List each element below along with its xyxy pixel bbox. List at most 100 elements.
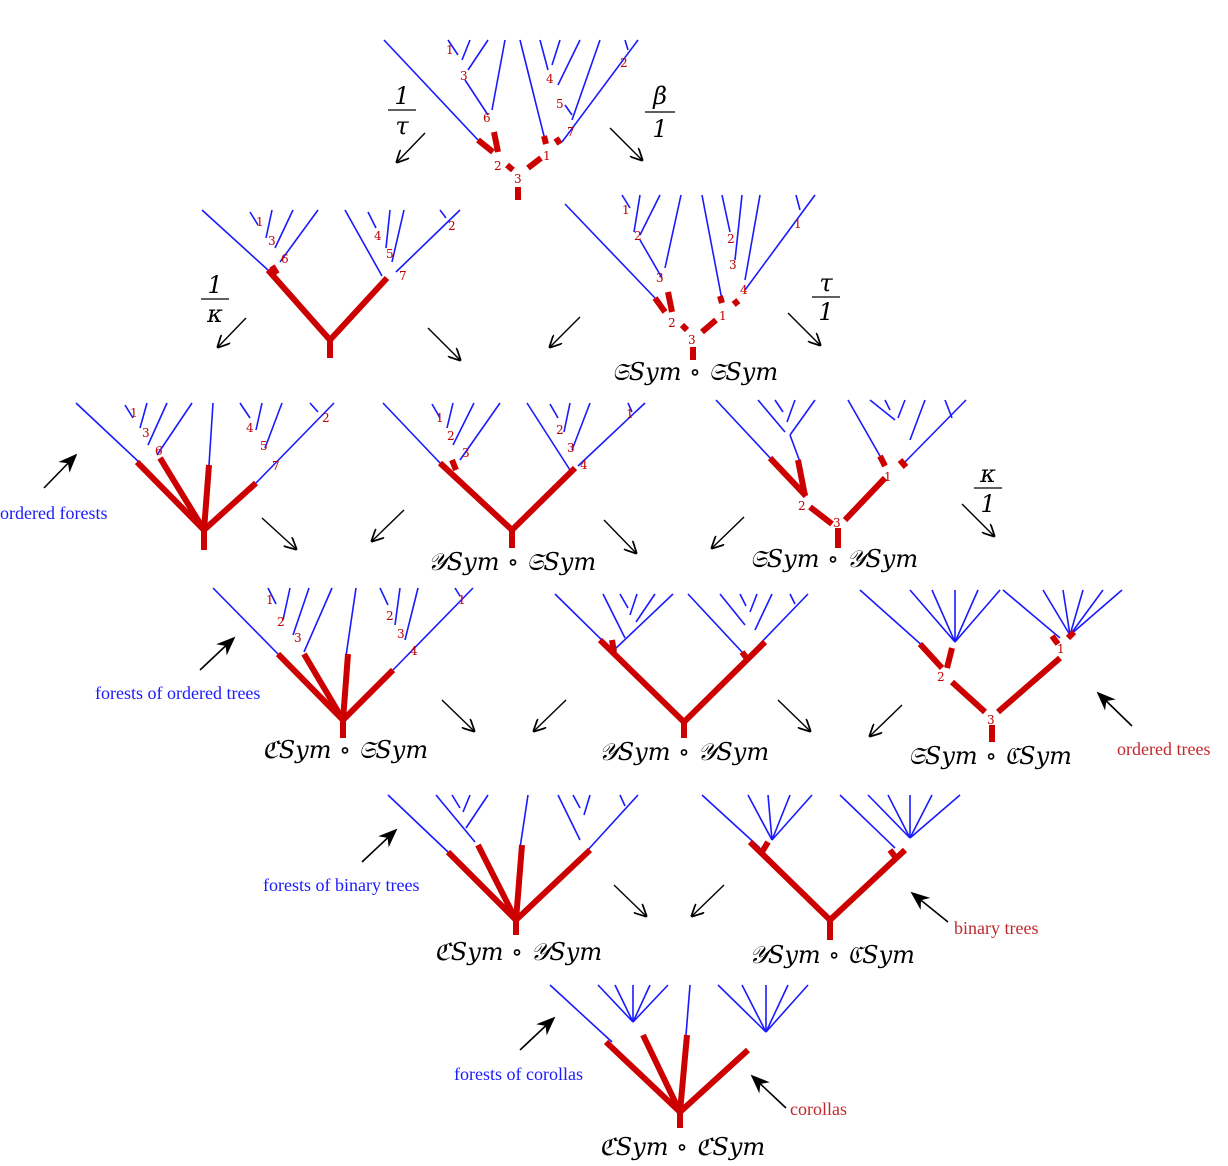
fraction-tau: τ 1 [812,269,840,326]
svg-text:β: β [652,82,667,110]
pointer-arrows [43,453,1133,1109]
annotation-labels: ordered forests forests of ordered trees… [0,503,1210,1119]
svg-text:3: 3 [987,713,995,727]
svg-text:3: 3 [729,258,737,272]
svg-text:3: 3 [567,441,575,455]
svg-text:4: 4 [246,421,254,435]
tree-row2-right: 123 231 234 1 [564,194,816,360]
tree-row4-mid [554,593,809,738]
svg-text:1: 1 [436,411,444,425]
svg-text:1: 1 [394,82,409,110]
svg-text:2: 2 [634,229,642,243]
svg-text:4: 4 [374,229,382,243]
svg-text:1: 1 [884,470,892,484]
svg-text:6: 6 [155,444,163,458]
svg-text:1: 1 [543,149,551,163]
map-arrows [218,127,994,916]
tree-row3-mid: 123 234 1 [382,402,646,548]
svg-text:2: 2 [556,423,564,437]
svg-text:3: 3 [462,446,470,460]
svg-text:1: 1 [980,490,995,518]
svg-text:3: 3 [460,69,468,83]
tree-row4-right: 2 3 1 [859,589,1123,742]
tree-row3-left: 136 457 2 [75,402,335,550]
svg-text:4: 4 [410,644,418,658]
tree-figures: 136 231 457 2 [75,39,1123,1128]
svg-text:3: 3 [268,234,276,248]
svg-text:1: 1 [130,406,138,420]
svg-text:1: 1 [818,298,833,326]
svg-text:2: 2 [494,159,502,173]
svg-text:1: 1 [446,43,454,57]
svg-text:2: 2 [447,429,455,443]
annotation-forests-binary-trees: forests of binary trees [263,875,419,895]
fraction-inv-tau: 1 τ [388,82,416,140]
svg-text:7: 7 [272,459,280,473]
svg-text:1: 1 [719,309,727,323]
svg-text:κ: κ [206,300,223,328]
svg-text:7: 7 [567,125,575,139]
annotation-corollas: corollas [790,1099,847,1119]
svg-text:2: 2 [322,411,330,425]
label-cs-cs: ℭSym ∘ ℭSym [599,1133,765,1161]
tree-bottom [549,984,809,1128]
svg-text:7: 7 [399,269,407,283]
svg-text:1: 1 [266,593,274,607]
annotation-ordered-forests: ordered forests [0,503,107,523]
tree-row4-left: 123 234 1 [212,587,474,738]
annotation-binary-trees: binary trees [954,918,1038,938]
label-ss-cs: 𝔖Sym ∘ ℭSym [908,742,1072,770]
svg-text:3: 3 [688,333,696,347]
svg-text:τ: τ [819,269,833,297]
svg-text:2: 2 [727,232,735,246]
tree-top: 136 231 457 2 [383,39,639,200]
tree-row2-left: 136 457 2 [201,209,461,358]
svg-text:1: 1 [794,217,802,231]
label-cs-ys: ℭSym ∘ 𝒴Sym [434,938,602,966]
fraction-kappa: κ 1 [974,460,1002,518]
svg-text:1: 1 [458,593,466,607]
svg-text:3: 3 [656,271,664,285]
svg-text:2: 2 [798,499,806,513]
label-ys-ys: 𝒴Sym ∘ 𝒴Sym [599,738,769,766]
svg-text:5: 5 [260,439,268,453]
svg-text:3: 3 [397,627,405,641]
svg-text:1: 1 [622,203,630,217]
svg-text:6: 6 [483,111,491,125]
label-ss-ss: 𝔖Sym ∘ 𝔖Sym [612,358,778,386]
svg-text:4: 4 [740,283,748,297]
svg-text:6: 6 [281,252,289,266]
label-ss-ys: 𝔖Sym ∘ 𝒴Sym [750,545,918,573]
tree-row5-left [387,794,639,935]
svg-text:2: 2 [620,56,628,70]
svg-text:2: 2 [277,615,285,629]
annotation-ordered-trees: ordered trees [1117,739,1210,759]
svg-text:1: 1 [626,407,634,421]
tree-row3-right: 2 3 1 [715,399,967,548]
fraction-inv-kappa: 1 κ [201,271,229,328]
svg-text:κ: κ [979,460,996,488]
svg-text:τ: τ [395,112,409,140]
svg-text:2: 2 [448,219,456,233]
svg-text:1: 1 [256,215,264,229]
map-fractions: 1 τ β 1 1 κ τ 1 κ 1 [201,82,1002,518]
svg-text:5: 5 [386,247,394,261]
tree-row5-right [701,794,961,940]
svg-text:3: 3 [833,516,841,530]
svg-text:4: 4 [546,72,554,86]
label-cs-ss: ℭSym ∘ 𝔖Sym [262,736,428,764]
svg-text:3: 3 [514,172,522,186]
svg-text:4: 4 [580,458,588,472]
svg-text:1: 1 [207,271,222,299]
svg-text:2: 2 [937,670,945,684]
annotation-forests-ordered-trees: forests of ordered trees [95,683,260,703]
svg-text:5: 5 [556,97,564,111]
annotation-forests-corollas: forests of corollas [454,1064,583,1084]
svg-text:2: 2 [386,609,394,623]
svg-text:2: 2 [668,316,676,330]
svg-text:1: 1 [1057,642,1065,656]
algebra-labels: 𝔖Sym ∘ 𝔖Sym 𝒴Sym ∘ 𝔖Sym 𝔖Sym ∘ 𝒴Sym ℭSym… [262,358,1072,1161]
fraction-beta: β 1 [645,82,675,143]
svg-text:3: 3 [294,631,302,645]
